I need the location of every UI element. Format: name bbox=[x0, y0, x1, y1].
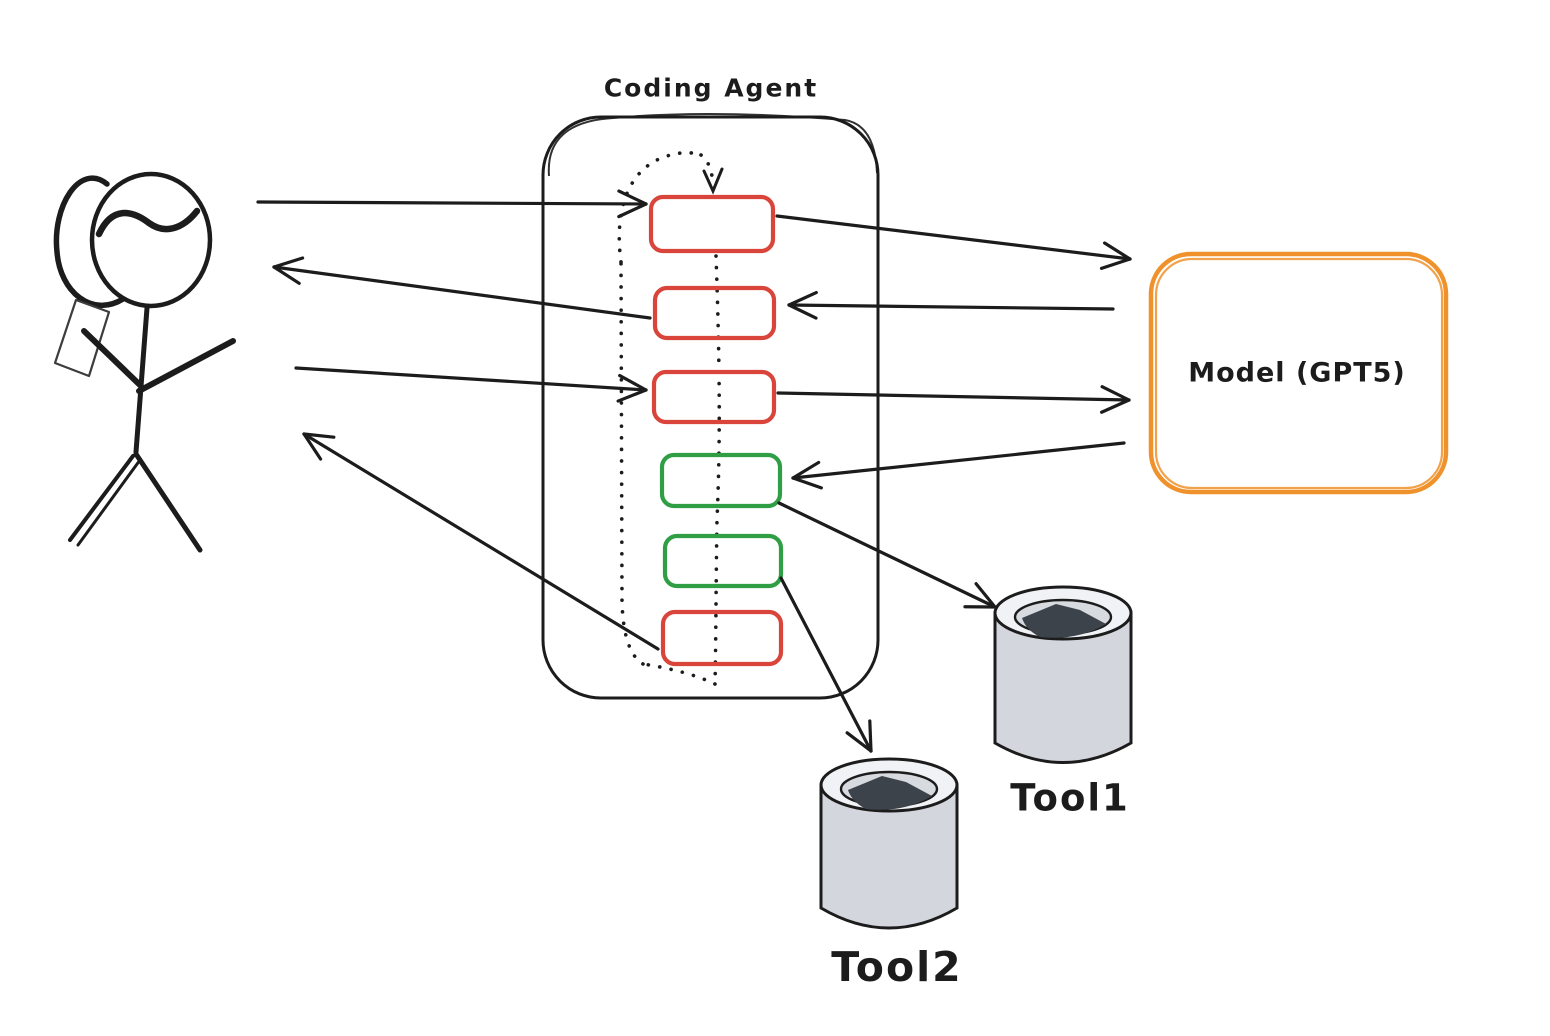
coding-agent-title: Coding Agent bbox=[603, 73, 819, 103]
arrow-step6-to-user bbox=[302, 432, 660, 651]
tool2-label: Tool2 bbox=[831, 943, 963, 991]
sketch-double-line bbox=[1154, 257, 1444, 490]
hand-held-card bbox=[53, 298, 111, 378]
loop-arrowhead bbox=[702, 167, 724, 195]
tool1-label: Tool1 bbox=[1010, 776, 1130, 820]
arrow-step1-to-model bbox=[775, 214, 1132, 271]
coding-agent-box bbox=[541, 112, 880, 700]
agent-loop-path bbox=[617, 150, 724, 686]
tool2-cylinder bbox=[819, 757, 959, 930]
tool1-contents bbox=[1022, 604, 1106, 638]
tool1-cylinder bbox=[993, 585, 1133, 764]
sketch-double-line bbox=[547, 112, 878, 177]
arrow-step3-to-model bbox=[776, 385, 1131, 414]
arrow-user-to-step1 bbox=[256, 189, 648, 219]
agent-step-4 bbox=[659, 452, 783, 509]
ponytail-loop bbox=[53, 175, 126, 308]
agent-step-3 bbox=[651, 369, 777, 425]
arrows-layer bbox=[256, 189, 1132, 753]
agent-step-6 bbox=[660, 609, 784, 667]
agent-step-5 bbox=[662, 533, 784, 589]
model-box bbox=[1148, 251, 1449, 495]
agent-step-1 bbox=[648, 194, 776, 254]
arrow-model-to-step4 bbox=[791, 441, 1126, 490]
model-label: Model (GPT5) bbox=[1188, 357, 1406, 389]
arrow-model-to-step2 bbox=[787, 290, 1115, 320]
arrow-step2-to-user bbox=[272, 256, 652, 320]
arrow-step4-to-tool1 bbox=[777, 501, 997, 609]
arrow-step5-to-tool2 bbox=[779, 576, 873, 753]
tool2-contents bbox=[848, 776, 932, 810]
user-figure bbox=[53, 171, 236, 553]
agent-steps-layer bbox=[648, 194, 784, 667]
hair-line bbox=[95, 207, 201, 238]
arrow-user-to-step3 bbox=[294, 366, 648, 403]
agent-step-2 bbox=[652, 285, 777, 341]
